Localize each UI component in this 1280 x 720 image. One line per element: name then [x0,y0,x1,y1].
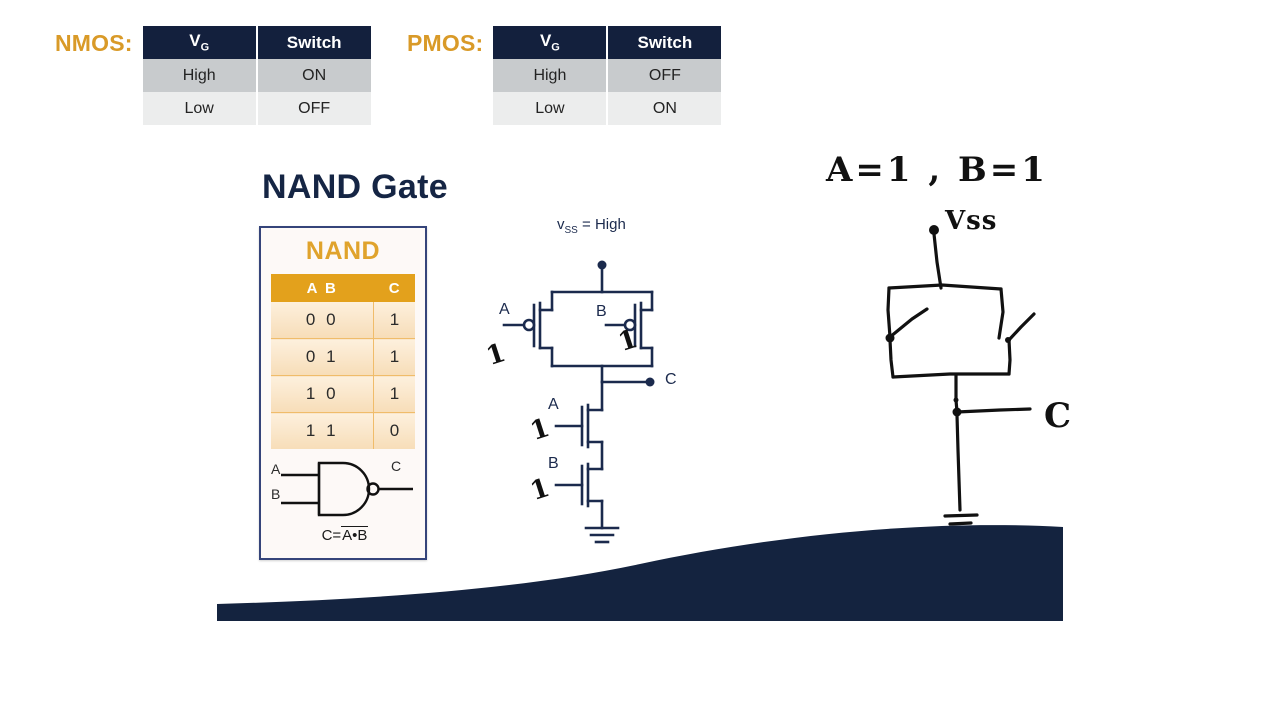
page-title: NAND Gate [262,168,448,206]
nmos-table-block: NMOS: VG Switch High ON Low OFF [55,26,371,125]
truth-row0-ab: 0 0 [271,302,375,339]
table-row: Low OFF [142,92,371,125]
nand-gate-symbol: A B C C=A•B [261,455,429,555]
truth-row3-ab: 1 1 [271,412,375,449]
nand-truth-table: A B C 0 0 1 0 1 1 1 0 1 1 1 0 [271,274,415,449]
pmos-table: VG Switch High OFF Low ON [493,26,722,125]
nmos-label: NMOS: [55,30,133,56]
table-header-row: VG Switch [493,26,722,59]
pmos-row1-vg: Low [493,92,609,125]
pmos-row0-vg: High [493,59,609,92]
truth-row1-c: 1 [373,338,415,376]
table-header-row: A B C [271,274,415,302]
handwritten-nmos-a-mark: 1 [526,412,554,448]
truth-row0-c: 1 [373,302,415,339]
handwritten-nmos-b-mark: 1 [526,472,554,508]
pmos-header-vg: VG [493,26,609,59]
handwritten-inputs-annotation: A=1 , B=1 [826,150,1048,190]
nmos-a-gate-label: A [548,396,559,413]
nmos-header-vg: VG [142,26,258,59]
gate-equation: C=A•B [261,526,429,544]
pmos-a-gate-label: A [499,301,510,318]
table-row: High OFF [493,59,722,92]
nmos-row0-switch: ON [256,59,371,92]
pmos-header-switch: Switch [607,26,722,59]
truth-header-c: C [373,274,415,302]
pmos-header-vg-subscript: G [551,41,560,54]
pmos-table-block: PMOS: VG Switch High OFF Low ON [407,26,722,125]
nand-gate-drawing [281,461,413,517]
nmos-row1-vg: Low [142,92,258,125]
supply-subscript: SS [564,225,578,236]
handwritten-pmos-a-mark: 1 [482,337,510,373]
table-row: 1 1 0 [271,412,415,449]
pmos-b-gate-label: B [596,303,607,320]
truth-row2-c: 1 [373,375,415,413]
table-row: 1 0 1 [271,375,415,413]
nand-panel-title: NAND [305,237,381,265]
truth-header-ab: A B [271,274,375,302]
table-row: 0 1 1 [271,338,415,376]
truth-row2-ab: 1 0 [271,375,375,413]
nmos-b-gate-label: B [548,455,559,472]
handwritten-vss-annotation: Vss [945,206,998,236]
gate-input-a-label: A [271,461,281,477]
nand-info-panel: NAND A B C 0 0 1 0 1 1 1 0 1 1 1 0 A B C [259,226,427,560]
pmos-label: PMOS: [407,30,484,56]
table-row: Low ON [493,92,722,125]
handwritten-output-annotation: C [1044,396,1072,436]
pmos-row0-switch: OFF [607,59,722,92]
nmos-row1-switch: OFF [256,92,371,125]
truth-row1-ab: 0 1 [271,338,375,376]
nmos-row0-vg: High [142,59,258,92]
gate-input-b-label: B [271,486,281,502]
table-header-row: VG Switch [142,26,371,59]
table-row: 0 0 1 [271,302,415,339]
pmos-row1-switch: ON [607,92,722,125]
gate-output-c-label: C [391,458,402,474]
nmos-header-vg-subscript: G [200,41,210,54]
truth-row3-c: 0 [373,412,415,449]
nmos-header-switch: Switch [256,26,371,59]
handwritten-pmos-b-mark: 1 [614,323,642,359]
circuit-output-label: C [665,371,677,388]
gate-equation-prefix: C= [321,527,342,544]
table-row: High ON [142,59,371,92]
gate-equation-overline: A•B [341,526,369,544]
supply-voltage-label: vSS = High [557,216,626,236]
nmos-table: VG Switch High ON Low OFF [142,26,371,125]
